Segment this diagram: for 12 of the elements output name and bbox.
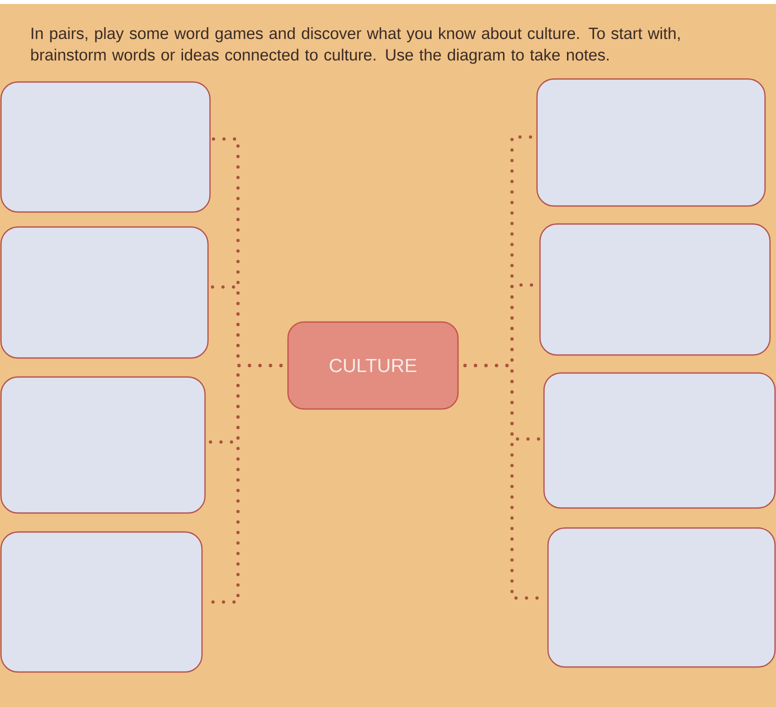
dotted-connector — [463, 364, 539, 600]
answer-box — [0, 531, 203, 673]
answer-box — [539, 223, 771, 356]
answer-box — [547, 527, 776, 668]
answer-box — [0, 81, 211, 213]
answer-box — [0, 376, 206, 514]
topic-box: CULTURE — [287, 321, 459, 410]
answer-box — [536, 78, 766, 207]
answer-box — [543, 372, 776, 509]
answer-box — [0, 226, 209, 359]
instruction-text: In pairs, play some word games and discover what you know about culture. To start with, brainstorm words or ideas connected to culture. Use the diagram to take notes. — [31, 27, 680, 64]
dotted-connector — [211, 364, 283, 604]
